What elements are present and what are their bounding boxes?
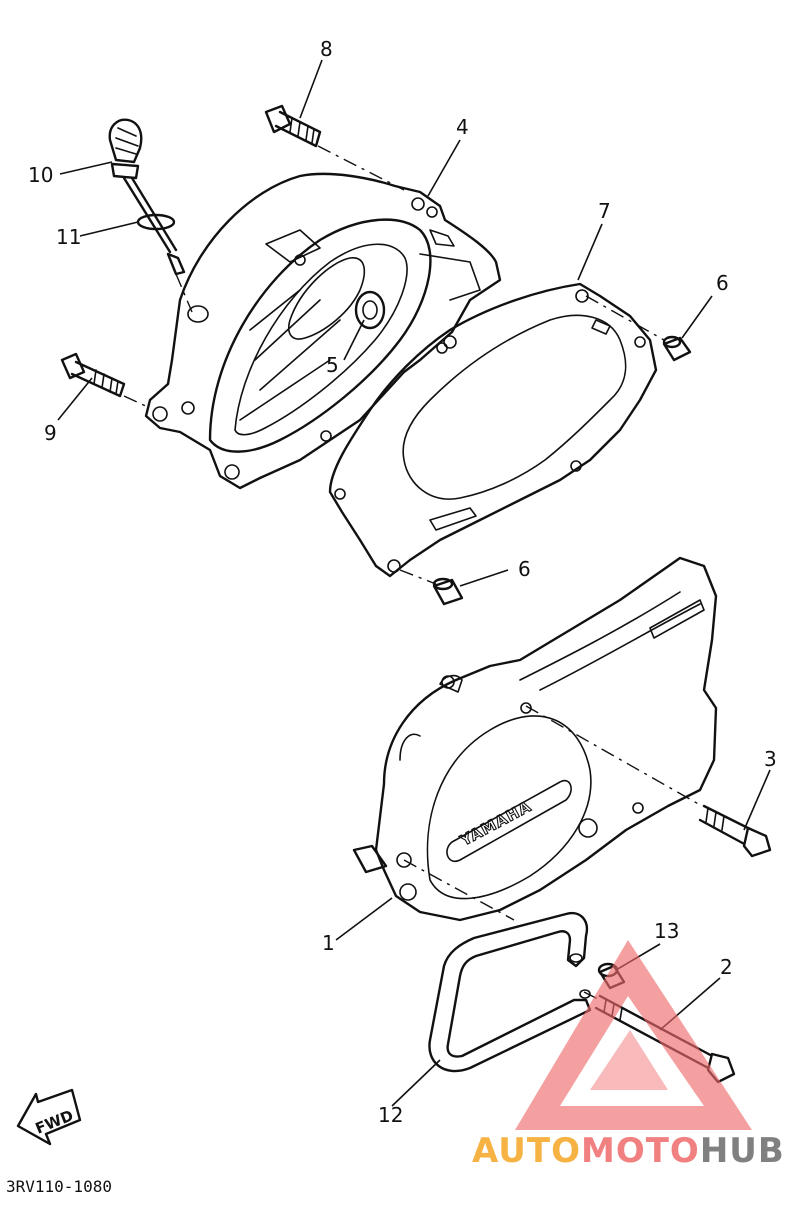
part-1-crankcase-cover: YAMAHA — [352, 556, 718, 922]
part-9-bolt — [60, 352, 126, 398]
label-6-lower: 6 — [518, 557, 531, 581]
label-1: 1 — [322, 931, 335, 955]
part-4-crankcase-cover — [144, 172, 502, 490]
label-13: 13 — [654, 919, 679, 943]
label-2: 2 — [720, 955, 733, 979]
part-6-dowel-pin-upper — [662, 335, 692, 362]
label-5: 5 — [326, 353, 339, 377]
label-4: 4 — [456, 115, 469, 139]
diagram-code: 3RV110-1080 — [6, 1177, 112, 1196]
yamaha-logo: YAMAHA — [446, 779, 572, 863]
label-8: 8 — [320, 37, 333, 61]
part-10-oil-dipstick — [108, 118, 186, 276]
label-6-upper: 6 — [716, 271, 729, 295]
label-12: 12 — [378, 1103, 403, 1127]
part-labels: 8 4 7 6 5 10 11 9 6 3 1 13 2 12 — [28, 37, 777, 1127]
part-3-bolt — [698, 804, 772, 858]
label-7: 7 — [598, 199, 611, 223]
part-7-gasket — [328, 282, 658, 578]
automotohub-watermark: AUTOMOTOHUB — [472, 940, 785, 1171]
part-6-dowel-pin-lower — [432, 577, 464, 606]
fwd-arrow: FWD — [16, 1088, 82, 1146]
label-3: 3 — [764, 747, 777, 771]
part-8-bolt — [264, 104, 322, 148]
label-11: 11 — [56, 225, 81, 249]
svg-text:AUTOMOTOHUB: AUTOMOTOHUB — [472, 1131, 785, 1171]
alignment-lines — [123, 145, 703, 1001]
label-10: 10 — [28, 163, 53, 187]
label-9: 9 — [44, 421, 57, 445]
